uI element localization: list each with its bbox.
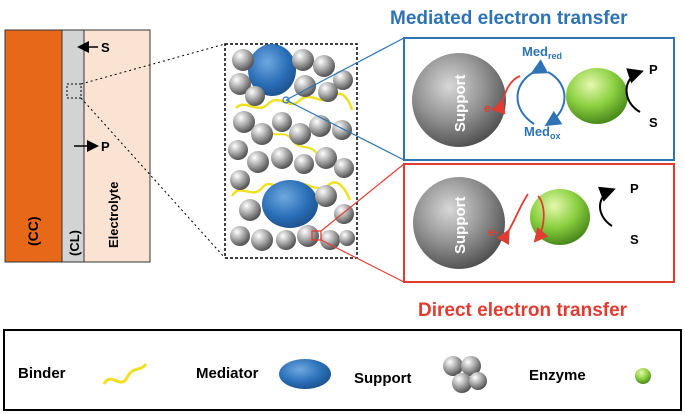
mediated-product-label: P bbox=[649, 62, 658, 77]
direct-panel: Support e- P S bbox=[403, 163, 675, 283]
legend: Binder Mediator Support Enzyme bbox=[3, 329, 682, 411]
direct-enzyme-reaction bbox=[597, 186, 616, 227]
legend-support-swatch bbox=[443, 356, 487, 393]
legend-binder-label: Binder bbox=[18, 365, 66, 382]
med-red-subscript: red bbox=[548, 51, 562, 61]
legend-enzyme-label: Enzyme bbox=[529, 367, 586, 384]
electrolyte-label: Electrolyte bbox=[106, 182, 121, 248]
med-red-label: Medred bbox=[522, 44, 562, 61]
mediated-panel: Support e- Medred Medox P S bbox=[403, 37, 675, 161]
med-ox-subscript: ox bbox=[550, 131, 561, 141]
composite-binder bbox=[235, 92, 354, 111]
mediated-title: Mediated electron transfer bbox=[390, 8, 628, 29]
direct-electron-label: e- bbox=[488, 225, 499, 239]
mediated-cycle-left bbox=[516, 59, 549, 125]
direct-product-label: P bbox=[630, 181, 639, 196]
cl-label: (CL) bbox=[67, 230, 82, 256]
electrode-product-label: P bbox=[101, 139, 110, 154]
legend-mediator-swatch bbox=[279, 359, 331, 389]
mediated-enzyme-reaction bbox=[625, 68, 644, 113]
direct-connector-bottom bbox=[320, 239, 405, 283]
zoom-line-bottom bbox=[80, 97, 226, 259]
mediated-electron-arrow bbox=[491, 75, 521, 115]
direct-support-label: Support bbox=[452, 197, 469, 255]
mediated-enzyme bbox=[566, 68, 628, 124]
electrode-stack: (CC) (CL) Electrolyte S P bbox=[4, 29, 151, 263]
current-collector bbox=[4, 29, 63, 263]
direct-connector-top bbox=[320, 163, 405, 232]
zoom-square bbox=[66, 83, 82, 99]
legend-binder-swatch bbox=[102, 362, 148, 385]
direct-title: Direct electron transfer bbox=[418, 300, 628, 321]
composite-support-spheres bbox=[228, 49, 355, 251]
direct-electron-arrow bbox=[496, 193, 529, 245]
mediated-electron-label: e- bbox=[484, 101, 495, 115]
composite-electrode bbox=[224, 43, 358, 259]
mediated-site-marker bbox=[282, 96, 290, 104]
composite-mediator bbox=[248, 44, 296, 96]
direct-substrate-label: S bbox=[630, 232, 639, 247]
direct-site-marker bbox=[311, 230, 322, 241]
legend-support-label: Support bbox=[354, 370, 412, 387]
electrode-substrate-label: S bbox=[101, 40, 110, 55]
direct-support-sphere bbox=[413, 177, 505, 269]
cc-label: (CC) bbox=[25, 216, 41, 246]
mediated-connector-top bbox=[285, 37, 405, 101]
mediated-support-label: Support bbox=[452, 75, 469, 133]
mediated-substrate-label: S bbox=[649, 115, 658, 130]
legend-mediator-label: Mediator bbox=[196, 365, 259, 382]
mediated-connector-bottom bbox=[285, 99, 405, 161]
mediated-support-sphere bbox=[412, 53, 506, 147]
mediated-cycle-right bbox=[544, 71, 566, 127]
composite-mediator bbox=[262, 180, 318, 228]
legend-frame bbox=[3, 329, 682, 411]
med-ox-label: Medox bbox=[524, 124, 561, 141]
legend-enzyme-swatch bbox=[635, 368, 651, 384]
direct-return-arrow bbox=[533, 195, 549, 243]
